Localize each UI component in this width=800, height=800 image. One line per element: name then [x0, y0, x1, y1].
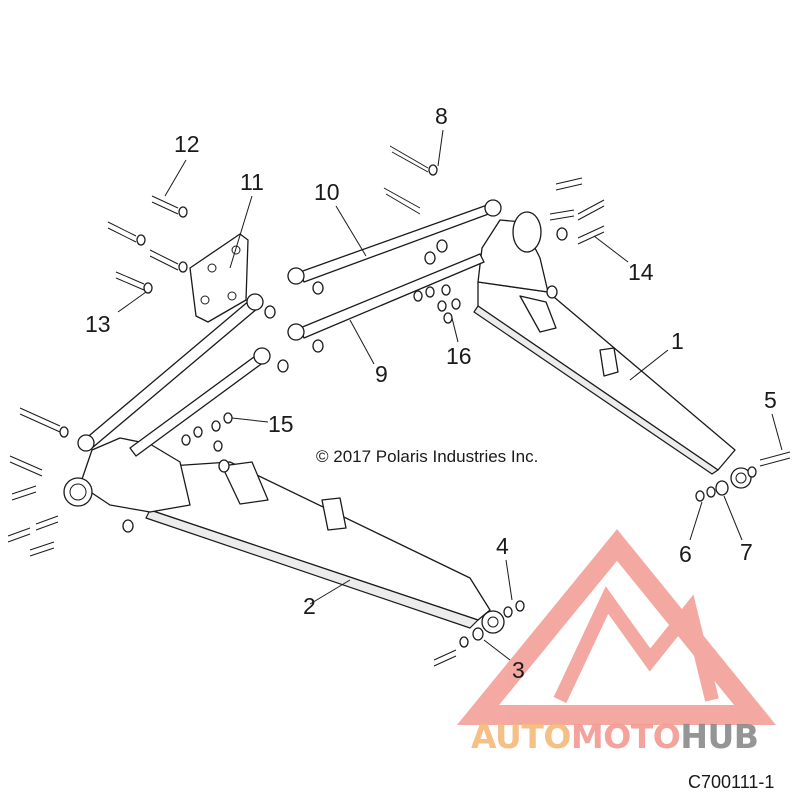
bolt-8 [389, 145, 438, 176]
callout-16: 16 [446, 343, 472, 369]
bolt-13c [115, 271, 153, 294]
callout-14: 14 [628, 259, 654, 285]
callout-12: 12 [174, 131, 200, 157]
upper-control-link [287, 199, 502, 285]
bolt-14a [555, 177, 583, 191]
callout-2: 2 [303, 593, 316, 619]
watermark-brand-hub: HUB [680, 717, 758, 756]
callout-9: 9 [375, 361, 388, 387]
callout-10: 10 [314, 179, 340, 205]
left-upper-link [77, 293, 264, 452]
watermark-brand-auto: AUTO [471, 717, 571, 756]
callout-1: 1 [671, 328, 684, 354]
watermark-triangle-outer [456, 529, 776, 725]
bolt-14b [577, 199, 605, 221]
bolt-5 [759, 451, 791, 467]
bolt-14c [577, 225, 605, 245]
watermark-logo [456, 529, 776, 725]
callout-8: 8 [435, 103, 448, 129]
callout-15: 15 [268, 411, 294, 437]
bolt-12 [151, 195, 188, 218]
copyright-text: © 2017 Polaris Industries Inc. [316, 447, 538, 466]
drawing-number: C700111-1 [688, 772, 774, 792]
callout-labels: 1 2 3 4 5 6 7 8 9 10 11 12 13 14 15 16 [85, 103, 777, 683]
trailing-arm-left [63, 437, 505, 634]
bolt-3 [433, 649, 457, 667]
left-lower-link [129, 347, 271, 457]
watermark-brand-moto: MOTO [571, 717, 680, 756]
watermark-brand-text: AUTOMOTOHUB [471, 717, 758, 756]
bolt-10 [383, 187, 421, 215]
callout-leaders [117, 129, 783, 661]
bolt-13b [149, 249, 188, 273]
callout-11: 11 [240, 169, 264, 195]
trailing-arm-right [473, 211, 752, 489]
bolt-hardware-group [7, 145, 791, 667]
callout-13: 13 [85, 311, 111, 337]
callout-6: 6 [679, 541, 692, 567]
callout-3: 3 [512, 657, 525, 683]
bolt-13a [107, 221, 146, 246]
bolt-left-group [7, 407, 61, 557]
watermark-triangle-inner [553, 586, 719, 703]
callout-5: 5 [764, 387, 777, 413]
callout-4: 4 [496, 533, 509, 559]
callout-7: 7 [740, 539, 753, 565]
lower-control-link [287, 253, 485, 341]
bolt-14d [549, 209, 575, 221]
